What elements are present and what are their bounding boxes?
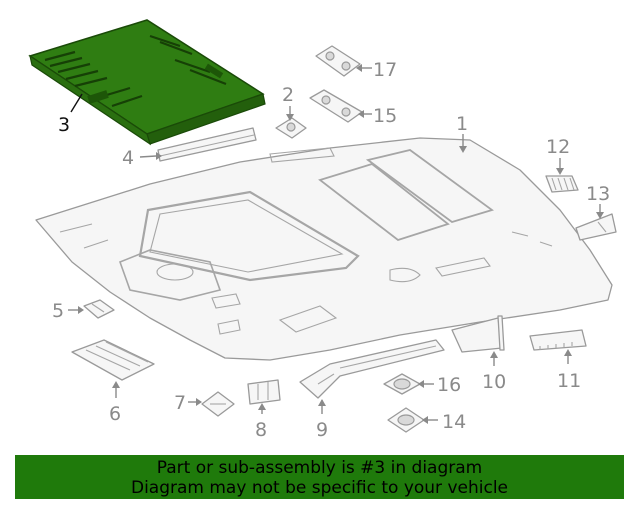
callout-16: 16 <box>437 374 461 396</box>
callout-8: 8 <box>255 419 267 441</box>
part-17-bracket[interactable] <box>315 45 361 77</box>
part-14-grommet[interactable] <box>387 407 425 433</box>
parts-diagram: 3 4 2 17 15 <box>28 19 617 441</box>
callout-7: 7 <box>174 392 186 414</box>
callout-15: 15 <box>373 105 397 127</box>
callout-12: 12 <box>546 136 570 158</box>
callout-14: 14 <box>442 411 466 433</box>
part-2-clip[interactable] <box>275 117 307 139</box>
callout-1: 1 <box>456 113 468 135</box>
part-3-sunshade-panel[interactable] <box>28 19 266 146</box>
part-13-bracket[interactable] <box>575 213 617 241</box>
banner-line-2: Diagram may not be specific to your vehi… <box>130 478 508 498</box>
callout-3: 3 <box>58 114 70 136</box>
callout-17: 17 <box>373 59 397 81</box>
banner-line-1: Part or sub-assembly is #3 in diagram <box>156 458 483 478</box>
callout-9: 9 <box>316 419 328 441</box>
part-1-headliner[interactable] <box>35 137 613 361</box>
part-12-cover[interactable] <box>545 175 579 193</box>
callout-2: 2 <box>282 84 294 106</box>
part-15-bracket[interactable] <box>309 89 363 123</box>
part-6-pad[interactable] <box>71 339 155 381</box>
callout-11: 11 <box>557 370 581 392</box>
callout-6: 6 <box>109 403 121 425</box>
part-9-rail[interactable] <box>299 339 445 399</box>
leader-3 <box>70 93 83 113</box>
part-8-retainer[interactable] <box>247 379 281 405</box>
part-5-clip[interactable] <box>83 299 115 319</box>
part-11-grille[interactable] <box>529 329 587 351</box>
callout-4: 4 <box>122 147 134 169</box>
info-banner: Part or sub-assembly is #3 in diagram Di… <box>15 455 624 499</box>
callout-10: 10 <box>482 371 506 393</box>
callout-13: 13 <box>586 183 610 205</box>
callout-5: 5 <box>52 300 64 322</box>
leader-4 <box>139 155 157 158</box>
part-7-clip[interactable] <box>201 391 235 417</box>
part-10-panel[interactable] <box>451 315 505 353</box>
part-16-grommet[interactable] <box>383 373 421 395</box>
